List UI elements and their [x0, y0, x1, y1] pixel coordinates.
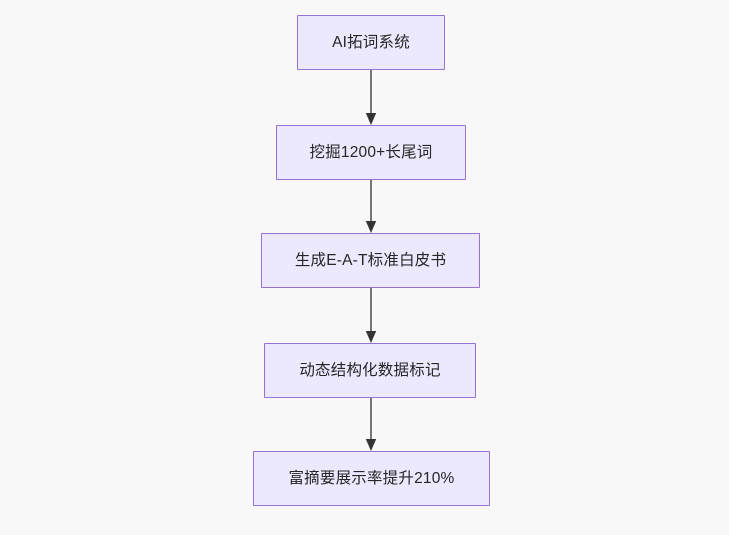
- node-label: 动态结构化数据标记: [299, 361, 441, 379]
- node-label: 生成E-A-T标准白皮书: [294, 251, 447, 269]
- flowchart-node-ai-keyword-system[interactable]: AI拓词系统: [297, 15, 445, 70]
- flowchart-node-rich-snippet-rate-increase[interactable]: 富摘要展示率提升210%: [253, 451, 490, 506]
- edge-n2-n3: [361, 180, 381, 233]
- flowchart-node-dynamic-structured-data-markup[interactable]: 动态结构化数据标记: [264, 343, 476, 398]
- edge-n3-n4: [361, 288, 381, 343]
- edge-n4-n5: [361, 397, 381, 451]
- node-label: 挖掘1200+长尾词: [309, 143, 433, 161]
- flowchart-node-generate-eat-whitepaper[interactable]: 生成E-A-T标准白皮书: [261, 233, 480, 288]
- flowchart-node-mine-longtail-keywords[interactable]: 挖掘1200+长尾词: [276, 125, 466, 180]
- node-label: 富摘要展示率提升210%: [288, 469, 455, 487]
- edge-n1-n2: [361, 70, 381, 125]
- node-label: AI拓词系统: [332, 33, 410, 51]
